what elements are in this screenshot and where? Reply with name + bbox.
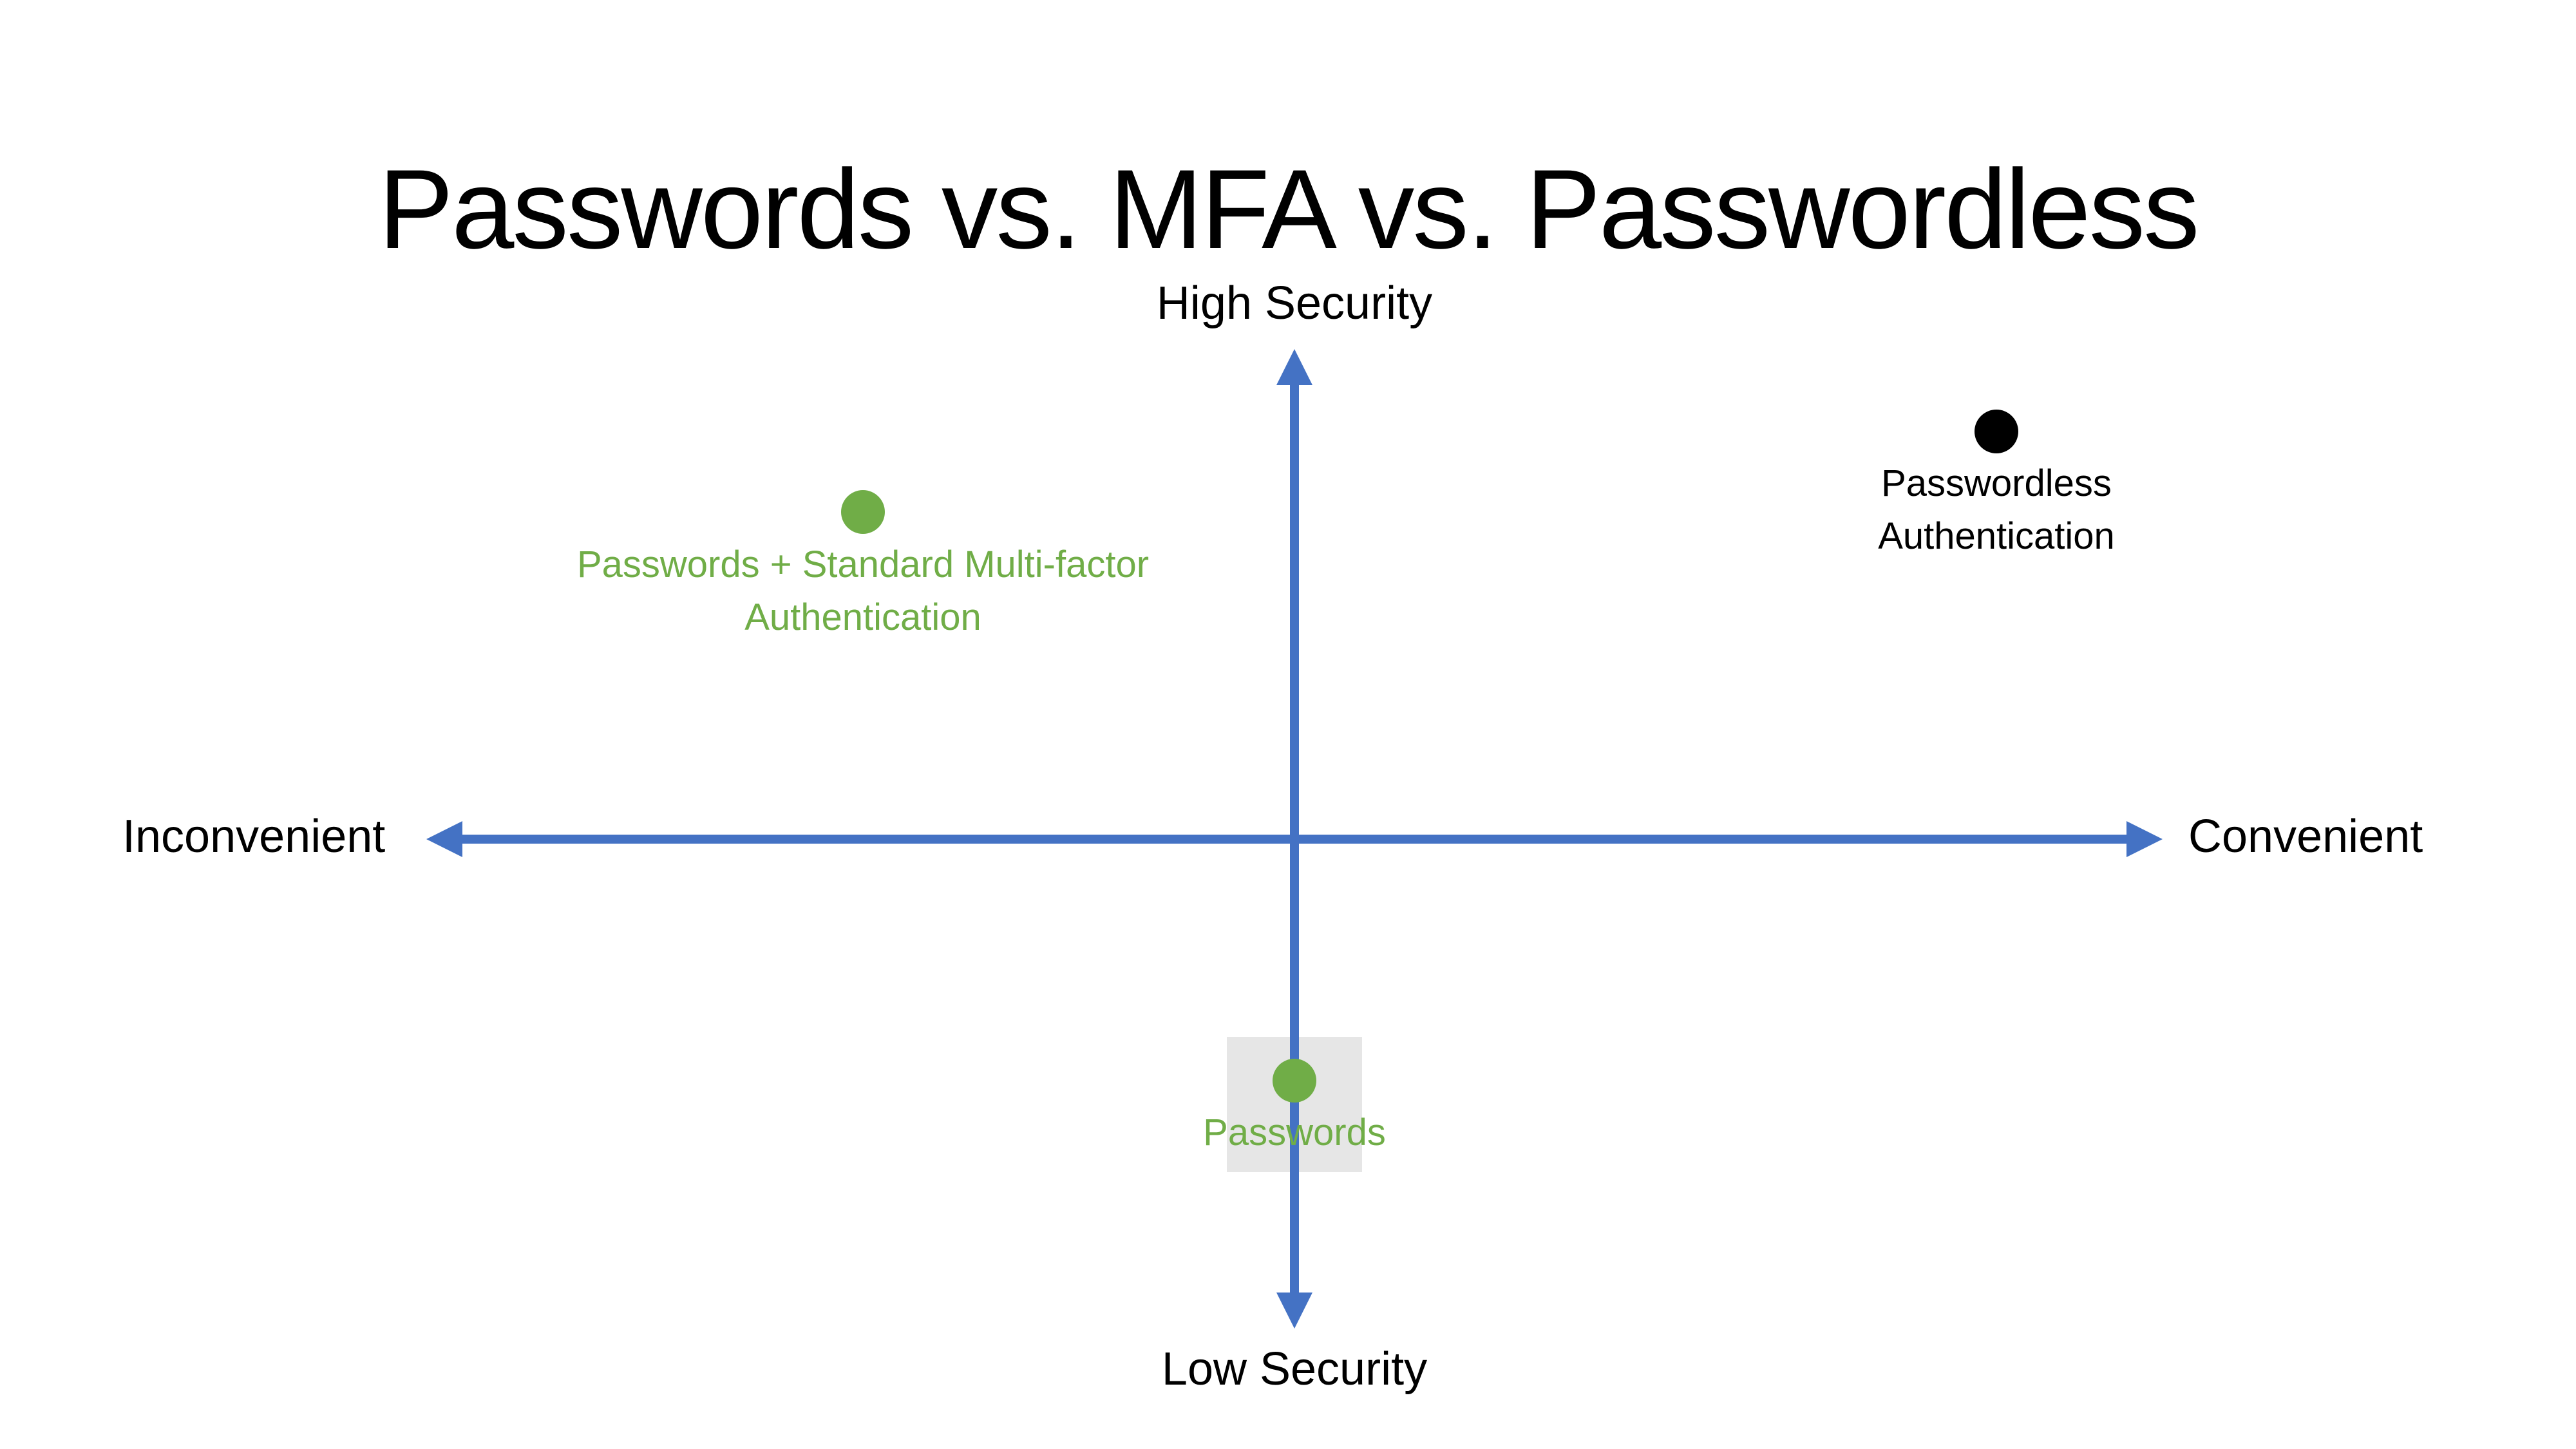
passwordless-label: Passwordless Authentication	[1803, 457, 2190, 563]
passwords-label-line1: Passwords	[1203, 1112, 1386, 1153]
passwordless-point	[1975, 410, 2018, 453]
axis-label-inconvenient: Inconvenient	[122, 811, 386, 862]
axis-label-convenient: Convenient	[2188, 811, 2423, 862]
axis-label-high-security: High Security	[1156, 278, 1433, 329]
passwords-label: Passwords	[1166, 1106, 1423, 1159]
passwordless-label-line1: Passwordless	[1881, 462, 2112, 504]
axis-label-low-security: Low Security	[1161, 1343, 1428, 1395]
mfa-label-line1: Passwords + Standard Multi-factor	[576, 544, 1150, 585]
passwordless-label-line2: Authentication	[1878, 515, 2115, 557]
mfa-label-line2: Authentication	[744, 596, 981, 638]
passwords-point	[1273, 1059, 1316, 1103]
mfa-label: Passwords + Standard Multi-factor Authen…	[541, 538, 1185, 644]
slide-title: Passwords vs. MFA vs. Passwordless	[378, 147, 2199, 272]
mfa-point	[841, 490, 885, 534]
